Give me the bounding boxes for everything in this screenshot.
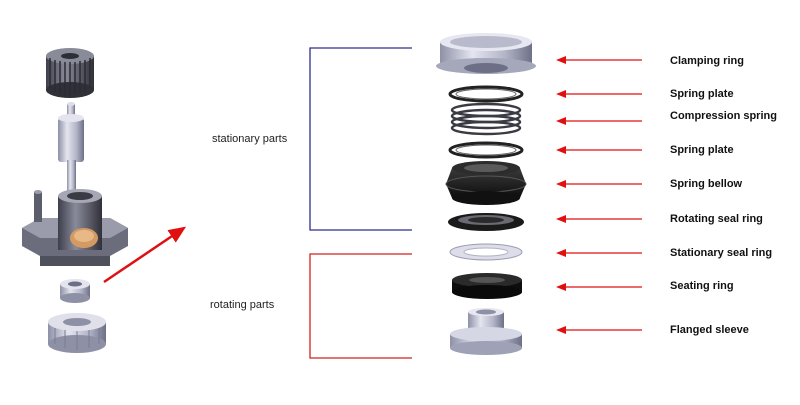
arrowhead-flanged-sleeve bbox=[556, 326, 566, 334]
arrowhead-rotating-seal-ring bbox=[556, 215, 566, 223]
part-label-spring-plate: Spring plate bbox=[670, 88, 734, 100]
gear-illustration bbox=[46, 48, 94, 98]
arrowhead-clamping-ring bbox=[556, 56, 566, 64]
seal-parts-stack bbox=[436, 33, 536, 355]
arrowhead-spring-bellow bbox=[556, 180, 566, 188]
spring-plate-2-illustration bbox=[448, 141, 524, 159]
arrowhead-spring-plate bbox=[556, 90, 566, 98]
part-label-flanged-sleeve: Flanged sleeve bbox=[670, 324, 749, 336]
stationary-seal-ring-illustration bbox=[449, 243, 523, 261]
arrowhead-stationary-seal-ring bbox=[556, 249, 566, 257]
part-label-spring-plate-2: Spring plate bbox=[670, 144, 734, 156]
compression-spring-illustration bbox=[450, 102, 522, 136]
stationary-parts-label: stationary parts bbox=[212, 133, 288, 145]
assembly-arrow bbox=[103, 226, 187, 284]
small-seal-illustration bbox=[60, 279, 90, 303]
stationary-bracket bbox=[309, 47, 412, 231]
rotating-seal-ring-illustration bbox=[448, 213, 524, 231]
clamping-ring-illustration bbox=[436, 33, 536, 74]
spring-plate-illustration bbox=[448, 85, 524, 103]
part-label-compression-spring: Compression spring bbox=[670, 110, 777, 122]
pump-assembly-illustration bbox=[22, 48, 187, 353]
arrowhead-seating-ring bbox=[556, 283, 566, 291]
part-arrows bbox=[556, 56, 642, 334]
spring-bellow-illustration bbox=[445, 161, 527, 205]
arrowhead-spring-plate-2 bbox=[556, 146, 566, 154]
rotating-bracket bbox=[309, 253, 412, 359]
part-label-seating-ring: Seating ring bbox=[670, 280, 734, 292]
part-label-clamping-ring: Clamping ring bbox=[670, 55, 744, 67]
housing-illustration bbox=[22, 189, 128, 266]
part-label-spring-bellow: Spring bellow bbox=[670, 178, 743, 190]
seating-ring-illustration bbox=[452, 273, 522, 299]
rotating-parts-label: rotating parts bbox=[210, 299, 275, 311]
arrowhead-compression-spring bbox=[556, 117, 566, 125]
part-label-rotating-seal-ring: Rotating seal ring bbox=[670, 213, 763, 225]
part-label-stationary-seal-ring: Stationary seal ring bbox=[670, 247, 773, 259]
flanged-sleeve-illustration bbox=[450, 308, 522, 355]
shaft-illustration bbox=[58, 102, 84, 196]
bottom-ring-illustration bbox=[48, 313, 106, 353]
